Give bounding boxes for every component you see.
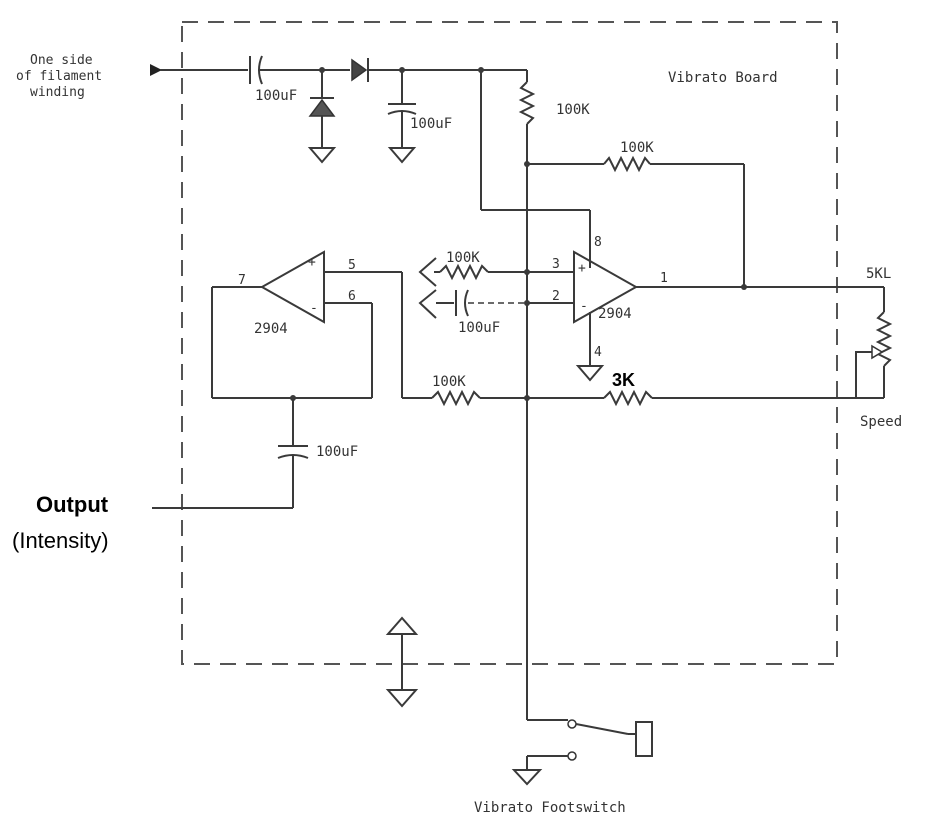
opamp-left-part: 2904 <box>254 321 288 337</box>
input-resistor-value: 100K <box>446 250 480 266</box>
footswitch-jack-icon <box>635 721 653 757</box>
pin-7-label: 7 <box>238 273 246 288</box>
speed-pot-value: 5KL <box>866 266 891 282</box>
output-sublabel: (Intensity) <box>12 528 109 553</box>
board-outline <box>181 21 838 665</box>
pin-2-label: 2 <box>552 289 560 304</box>
ground-icon <box>511 769 543 786</box>
svg-text:-: - <box>580 299 588 314</box>
output-capacitor: 100uF <box>277 444 358 460</box>
filter-capacitor-value: 100uF <box>410 116 452 132</box>
ground-icon <box>575 365 605 382</box>
footswitch-contact <box>567 719 577 729</box>
bias-capacitor-value: 100uF <box>458 320 500 336</box>
bias-capacitor: 100uF <box>455 289 527 336</box>
opamp-right: + - 2904 <box>573 250 639 324</box>
output-label: Output <box>36 492 109 517</box>
input-label-line3: winding <box>30 85 85 100</box>
input-capacitor-value: 100uF <box>255 88 297 104</box>
speed-pot <box>875 311 893 367</box>
pin-4-label: 4 <box>594 345 602 360</box>
output-capacitor-value: 100uF <box>316 444 358 460</box>
footswitch-label: Vibrato Footswitch <box>474 800 626 816</box>
svg-text:+: + <box>308 255 316 270</box>
ground-icon <box>307 147 337 164</box>
input-arrow-icon <box>150 64 162 76</box>
footswitch-contact <box>567 751 577 761</box>
filter-capacitor: 100uF <box>387 70 452 148</box>
input-resistor <box>439 263 489 281</box>
ground-icon <box>387 147 417 164</box>
opamp-right-part: 2904 <box>598 306 632 322</box>
pin-3-label: 3 <box>552 257 560 272</box>
mid-resistor <box>431 389 481 407</box>
input-label-line2: of filament <box>16 69 102 84</box>
input-capacitor: 100uF <box>249 55 297 104</box>
pin-1-label: 1 <box>660 271 668 286</box>
bias-resistor-value: 100K <box>556 102 590 118</box>
speed-resistor-value: 3K <box>612 370 635 390</box>
input-terminal: One side of filament winding <box>16 53 162 100</box>
speed-resistor <box>603 389 653 407</box>
svg-text:+: + <box>578 261 586 276</box>
pin-8-label: 8 <box>594 235 602 250</box>
input-label-line1: One side <box>30 53 93 68</box>
shunt-diode <box>308 70 336 148</box>
feedback-resistor-value: 100K <box>620 140 654 156</box>
series-diode <box>351 58 369 82</box>
mid-resistor-value: 100K <box>432 374 466 390</box>
feedback-resistor <box>603 155 651 173</box>
chassis-symbol <box>385 616 419 708</box>
svg-text:-: - <box>310 301 318 316</box>
pin-5-label: 5 <box>348 258 356 273</box>
board-label: Vibrato Board <box>668 70 778 86</box>
pot-wiper-icon <box>855 351 876 398</box>
pin-6-label: 6 <box>348 289 356 304</box>
bias-resistor <box>518 81 536 125</box>
speed-label: Speed <box>860 414 902 430</box>
opamp-left: + - 2904 <box>254 250 325 337</box>
bias-terminals <box>418 257 454 319</box>
